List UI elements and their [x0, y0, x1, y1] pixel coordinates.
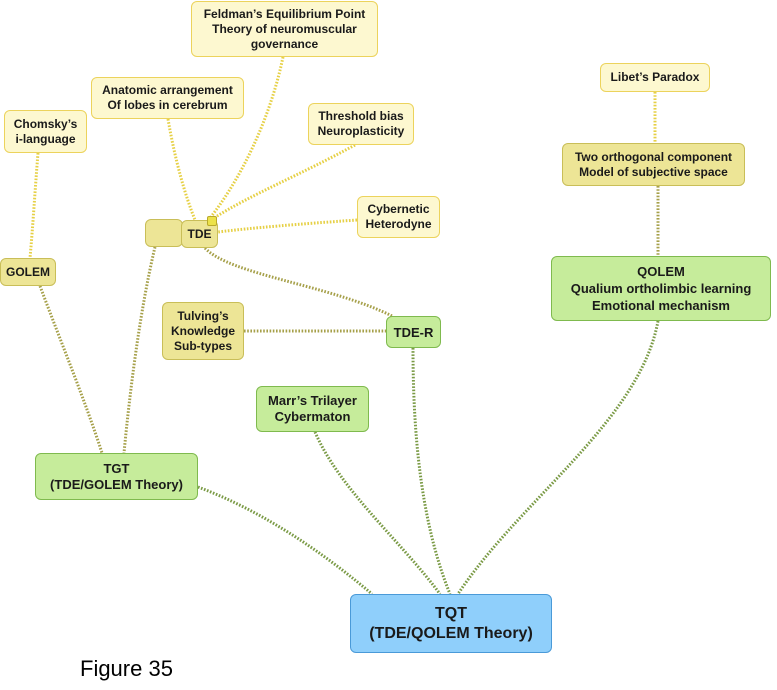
node-marr[interactable]: Marr’s Trilayer Cybermaton	[256, 386, 369, 432]
connector-anatomic-tde	[166, 118, 197, 221]
node-libet[interactable]: Libet’s Paradox	[600, 63, 710, 92]
node-tulving[interactable]: Tulving’s Knowledge Sub-types	[162, 302, 244, 360]
connector-tgt-tqt	[197, 485, 373, 596]
node-tqt[interactable]: TQT (TDE/QOLEM Theory)	[350, 594, 552, 653]
connector-tde-tder	[203, 246, 393, 318]
node-anatomic[interactable]: Anatomic arrangement Of lobes in cerebru…	[91, 77, 244, 119]
node-two-orthogonal[interactable]: Two orthogonal component Model of subjec…	[562, 143, 745, 186]
connector-feldman-tde	[208, 56, 285, 219]
connector-tder-tqt	[411, 347, 452, 595]
connector-cybernetic-tde	[217, 218, 358, 234]
figure-caption: Figure 35	[80, 656, 173, 681]
connector-qolem-tqt	[456, 320, 660, 595]
node-threshold[interactable]: Threshold bias Neuroplasticity	[308, 103, 414, 145]
resize-handle-icon[interactable]	[207, 216, 217, 226]
node-feldman[interactable]: Feldman’s Equilibrium Point Theory of ne…	[191, 1, 378, 57]
node-tgt[interactable]: TGT (TDE/GOLEM Theory)	[35, 453, 198, 500]
node-tde-blank[interactable]	[145, 219, 183, 247]
node-golem[interactable]: GOLEM	[0, 258, 56, 286]
node-cybernetic[interactable]: Cybernetic Heterodyne	[357, 196, 440, 238]
connector-golem-tgt	[38, 285, 104, 454]
node-qolem[interactable]: QOLEM Qualium ortholimbic learning Emoti…	[551, 256, 771, 321]
node-tde[interactable]: TDE	[181, 220, 218, 248]
connector-chomsky-golem	[28, 152, 40, 259]
node-chomsky[interactable]: Chomsky’s i-language	[4, 110, 87, 153]
connector-tde_blank-tgt	[122, 246, 157, 454]
connector-marr-tqt	[313, 431, 442, 595]
node-tde-r[interactable]: TDE-R	[386, 316, 441, 348]
connector-threshold-tde	[213, 143, 356, 220]
